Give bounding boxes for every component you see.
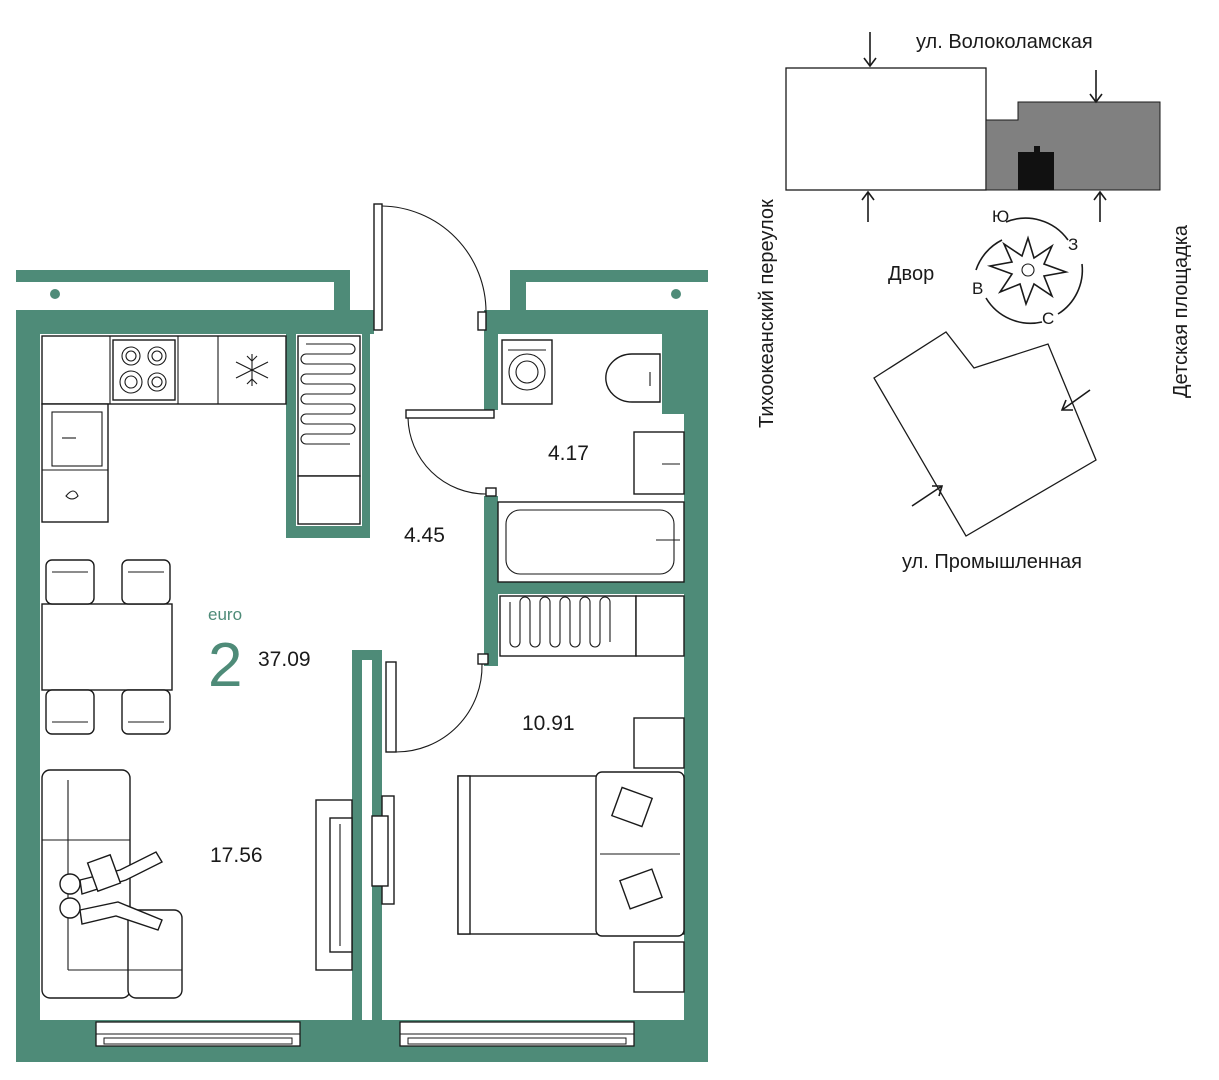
site-plan: ул. Волоколамская Тихоокеанский переулок… [756,31,1192,573]
kitchen-living-area-label: 17.56 [210,844,263,867]
bedroom-door [385,653,489,753]
compass-south: Ю [992,207,1009,226]
residential-complex [985,101,1161,191]
entrance-door [373,203,487,331]
hallway-area-label: 4.45 [404,524,445,547]
fridge-icon [235,354,269,386]
wall-marker-right [671,289,681,299]
building-across [873,331,1097,537]
street-bottom: ул. Промышленная [902,551,1082,573]
bathroom-area-label: 4.17 [548,442,589,465]
bathroom-door [405,409,497,497]
tv-unit-bedroom [371,795,395,905]
compass-icon: Ю З В С [972,207,1084,328]
dining-set [41,559,173,735]
bedroom-furniture [457,717,685,993]
window-living [95,1021,301,1047]
bathroom-fixtures [497,339,685,657]
radiator-kitchen [297,335,361,525]
kitchen [41,335,287,523]
building-marker [1018,146,1054,190]
bedroom-area-label: 10.91 [522,712,575,735]
compass-north: С [1042,309,1054,328]
street-left: Тихоокеанский переулок [756,199,778,428]
street-right: Детская площадка [1170,224,1192,398]
walls [16,270,708,1062]
wall-marker-left [50,289,60,299]
rooms-count: 2 [208,631,242,700]
tv-unit-living [315,799,353,971]
people-icon [59,851,163,931]
compass-west: З [1068,235,1078,254]
apartment-type-label: euro [208,605,242,624]
total-area: 37.09 [258,648,311,671]
yard-label: Двор [888,263,934,285]
window-bedroom [399,1021,635,1047]
compass-east: В [972,279,983,298]
street-top: ул. Волоколамская [916,31,1093,53]
neighbor-building [785,67,987,191]
